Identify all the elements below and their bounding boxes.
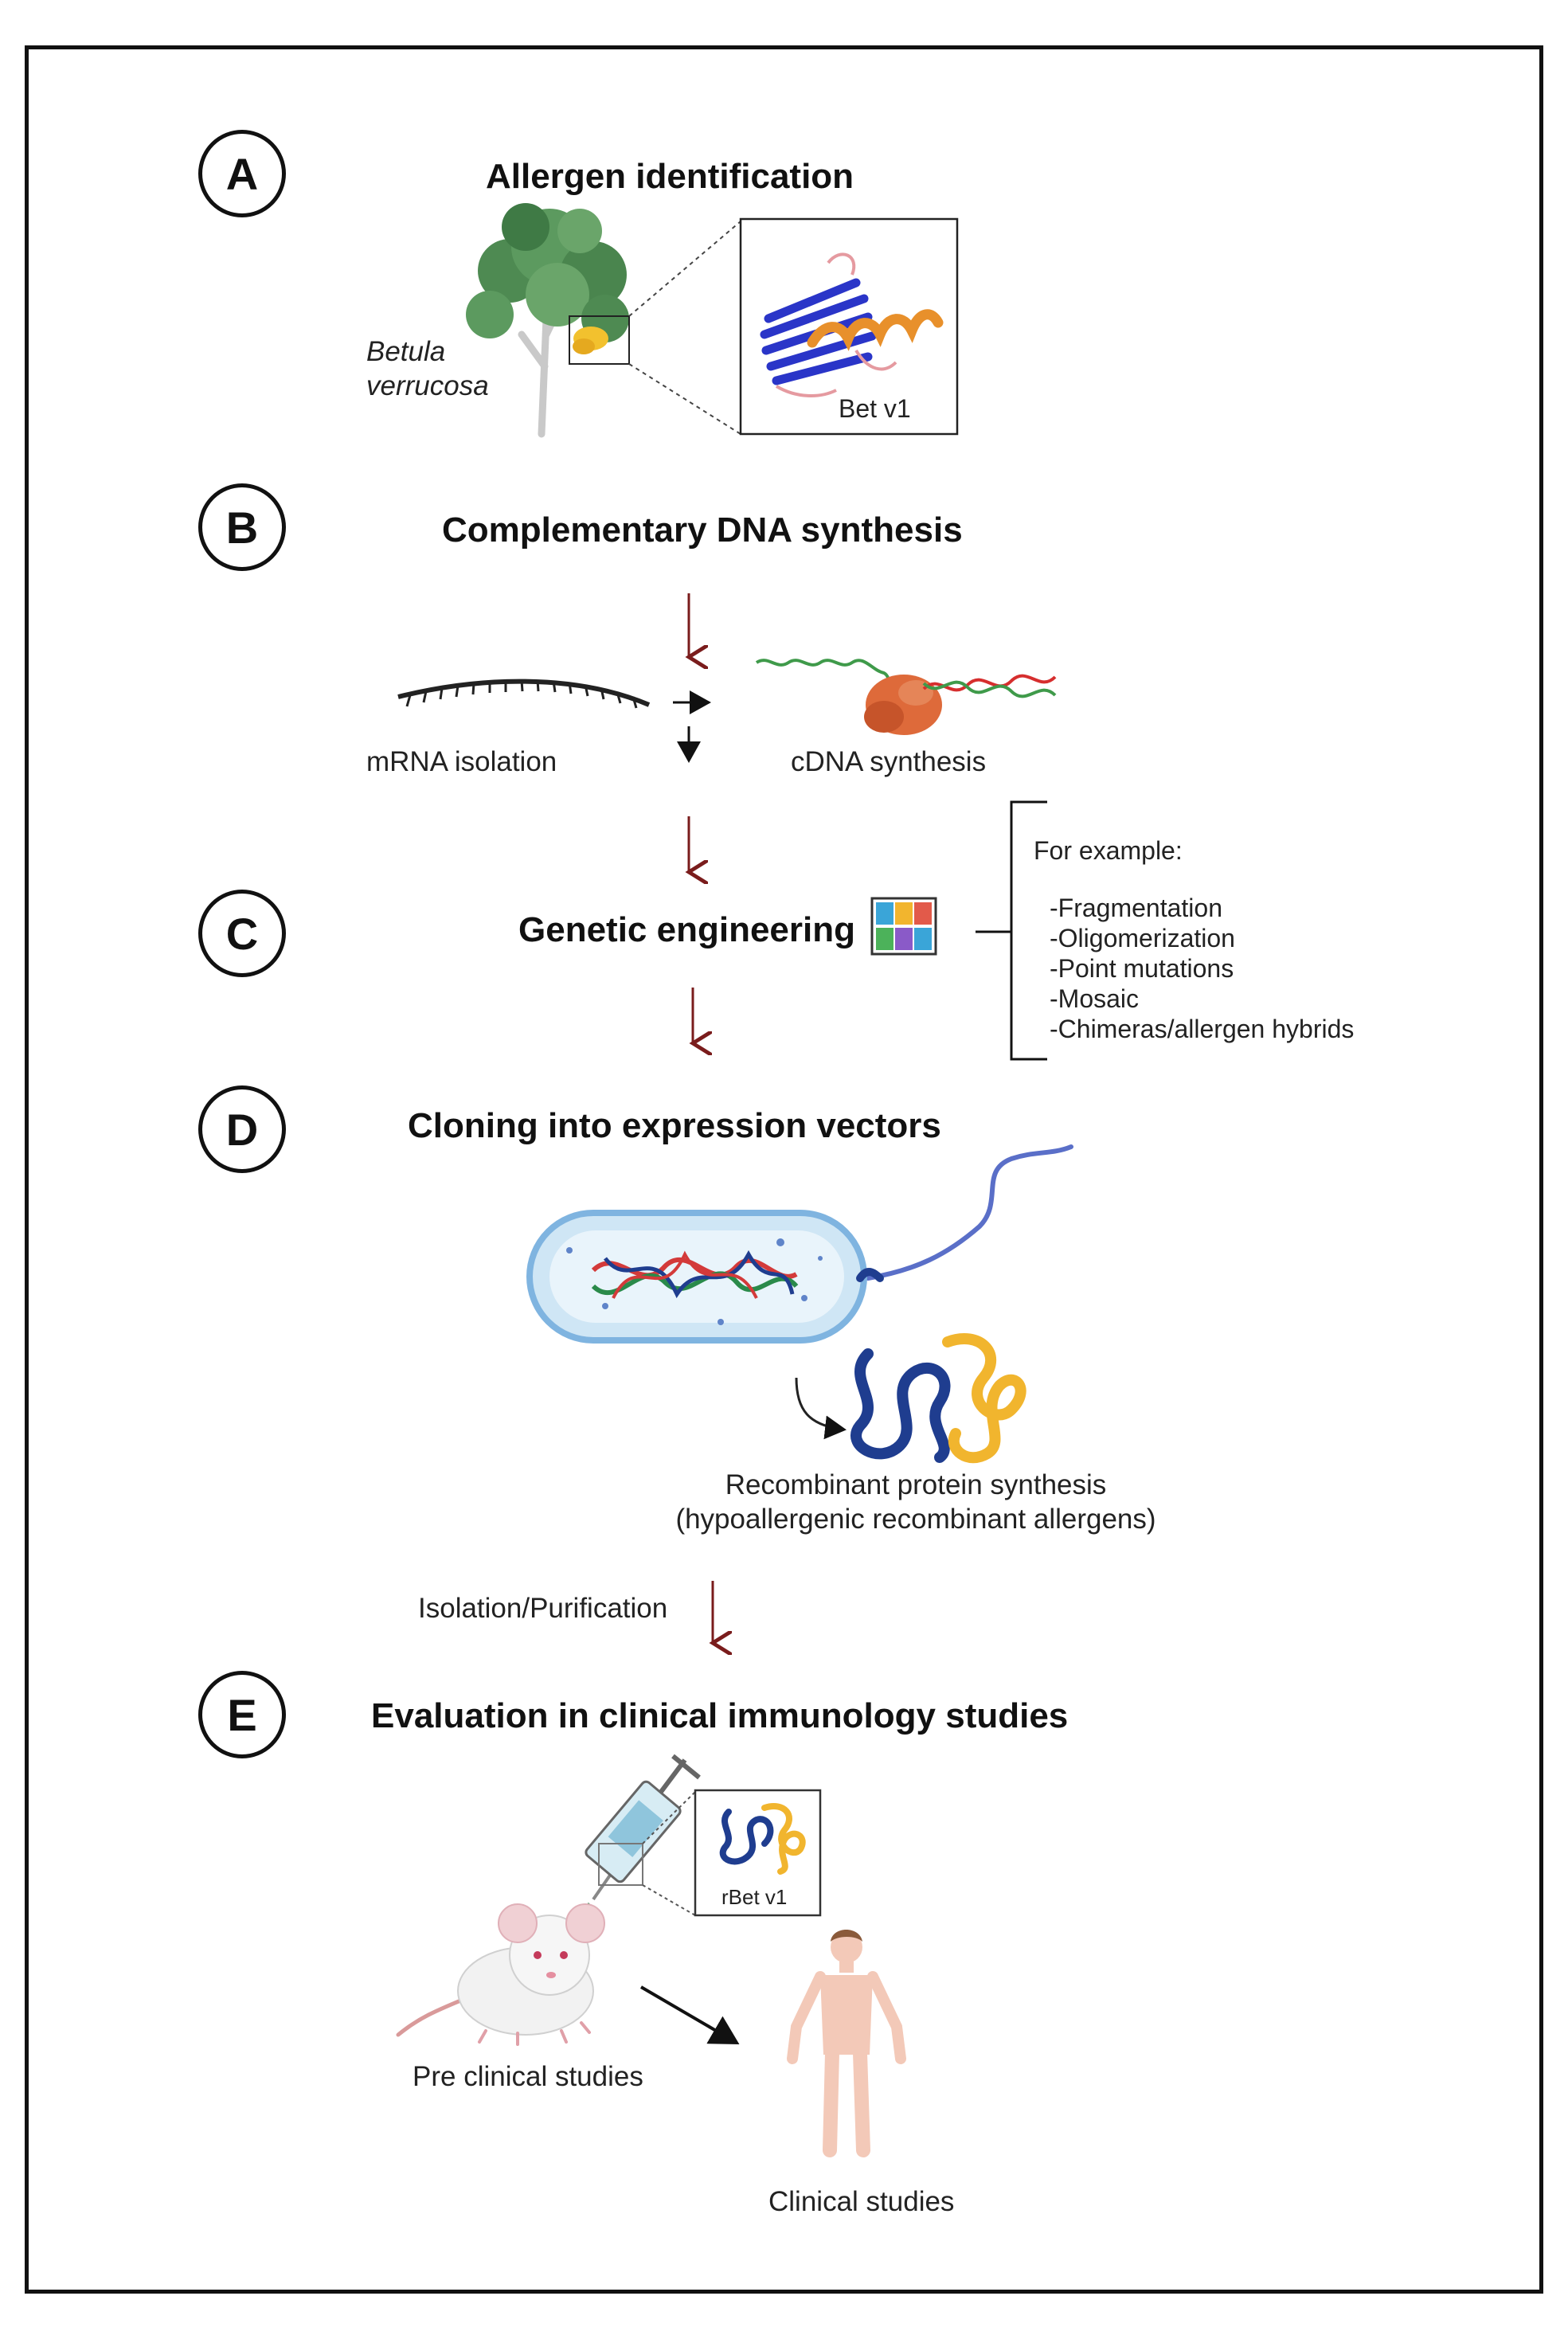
species-label-line1: Betula — [366, 336, 446, 367]
syringe-zoom-line-bottom — [642, 1884, 696, 1916]
step-badge-c: C — [198, 890, 286, 977]
step-badge-d: D — [198, 1085, 286, 1173]
bacterium-icon — [526, 1144, 1073, 1344]
example-item: -Chimeras/allergen hybrids — [1050, 1015, 1355, 1043]
step-title-e: Evaluation in clinical immunology studie… — [371, 1696, 1069, 1735]
mouse-icon — [396, 1903, 605, 2046]
syringe-zoom-box — [598, 1843, 643, 1886]
human-figure-icon — [787, 1930, 906, 2157]
step-title-a: Allergen identification — [486, 157, 854, 196]
reverse-transcriptase-icon — [755, 659, 1057, 735]
step-badge-a: A — [198, 130, 286, 217]
examples-bracket — [1010, 800, 1047, 1061]
example-item: -Oligomerization — [1050, 924, 1235, 952]
isolation-purification-label: Isolation/Purification — [418, 1593, 668, 1624]
step-title-b: Complementary DNA synthesis — [442, 510, 963, 550]
example-item: -Mosaic — [1050, 984, 1140, 1013]
recombinant-synthesis-label: Recombinant protein synthesis — [725, 1469, 1107, 1500]
step-badge-e: E — [198, 1671, 286, 1758]
zoom-line-bottom — [628, 363, 741, 435]
vial-label: rBet v1 — [721, 1885, 788, 1909]
example-item: -Fragmentation — [1050, 894, 1222, 922]
hypoallergenic-label: (hypoallergenic recombinant allergens) — [675, 1504, 1156, 1535]
figure-frame — [25, 45, 1543, 2294]
step-title-d: Cloning into expression vectors — [408, 1106, 941, 1145]
step-badge-b: B — [198, 483, 286, 571]
protein-label: Bet v1 — [839, 394, 911, 423]
preclinical-studies-label: Pre clinical studies — [413, 2061, 643, 2092]
synthesis-arrow — [795, 1377, 847, 1440]
examples-list: For example: -Fragmentation -Oligomeriza… — [1034, 836, 1354, 1044]
zoom-box — [569, 315, 630, 365]
zoom-line-top — [628, 221, 741, 317]
birch-tree-icon — [466, 203, 629, 438]
syringe-icon — [568, 1754, 701, 1928]
species-label-line2: verrucosa — [366, 370, 489, 401]
recombinant-protein-icon — [850, 1333, 1026, 1464]
step-title-c: Genetic engineering — [518, 910, 855, 949]
mrna-strand-icon — [397, 679, 651, 709]
examples-heading: For example: — [1034, 836, 1183, 865]
rbet-v1-protein-icon — [719, 1803, 806, 1875]
mrna-isolation-label: mRNA isolation — [366, 746, 557, 777]
bet-v1-structure-icon — [760, 252, 944, 397]
clinical-studies-label: Clinical studies — [768, 2186, 955, 2217]
arrow-preclinical-to-clinical — [639, 1985, 740, 2045]
cdna-synthesis-label: cDNA synthesis — [791, 746, 987, 777]
dna-grid-icon — [870, 897, 937, 956]
example-item: -Point mutations — [1050, 954, 1234, 983]
